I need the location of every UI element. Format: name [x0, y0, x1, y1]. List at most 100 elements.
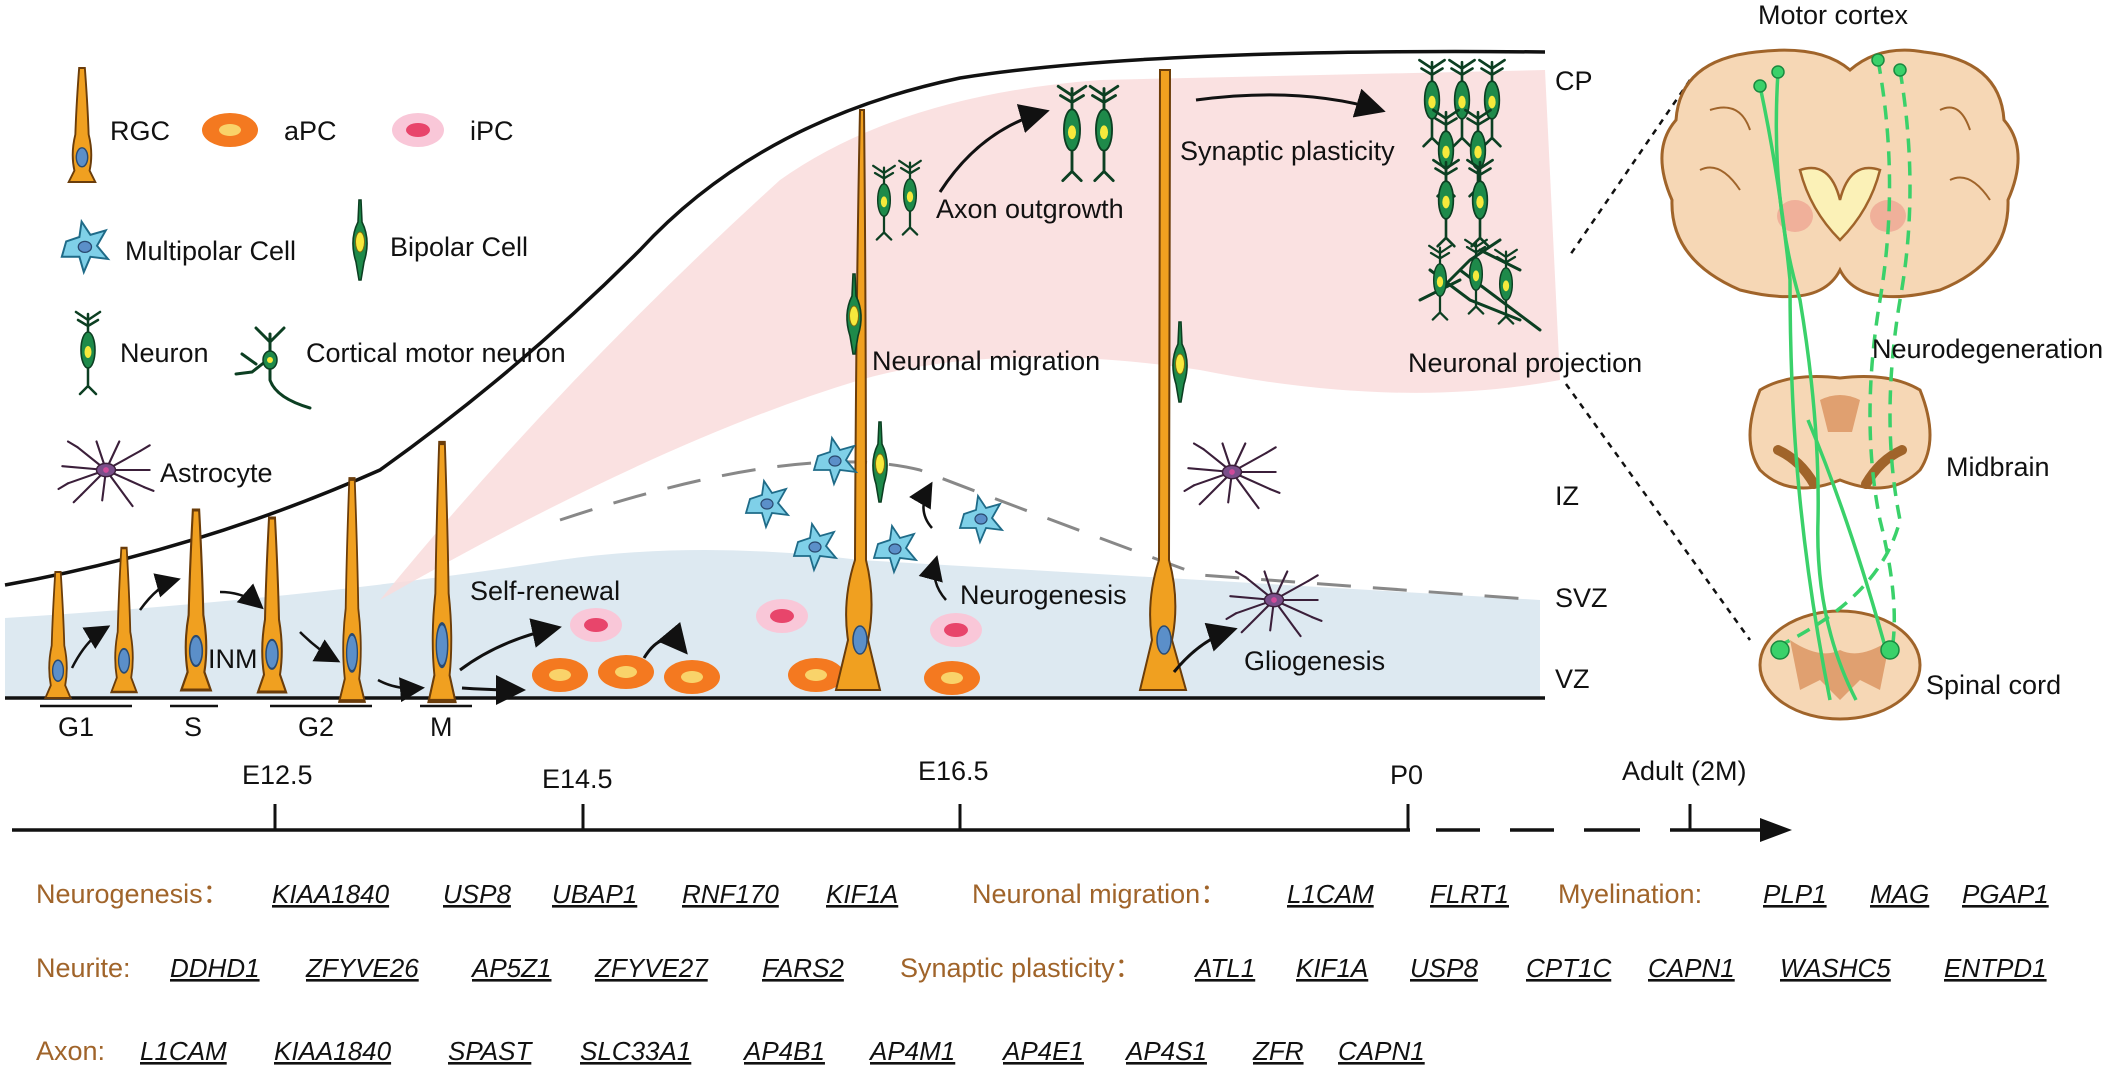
cortical-plate-band: [380, 70, 1560, 600]
timeline-tick-label: E16.5: [918, 756, 989, 786]
gene-name: FLRT1: [1430, 879, 1509, 909]
gene-name: KIF1A: [826, 879, 898, 909]
bipolar-cell: [872, 421, 888, 503]
gene-name: WASHC5: [1780, 953, 1891, 983]
multipolar-cell: [959, 495, 1003, 543]
self-renewal-arrows: [459, 618, 688, 705]
gene-category-label: Neurite:: [36, 953, 131, 983]
legend-apc-label: aPC: [284, 116, 337, 146]
inm-arrows: [70, 573, 425, 703]
midbrain-label: Midbrain: [1946, 452, 2050, 482]
neuronal-migration-label: Neuronal migration: [872, 346, 1100, 376]
gene-name: AP4S1: [1124, 1036, 1207, 1066]
inm-label: INM: [208, 644, 258, 674]
zone-label-cp: CP: [1555, 66, 1593, 96]
apc-cell: [788, 658, 844, 692]
gene-category-label: Neuronal migration：: [972, 879, 1227, 909]
neuronal-projection-label: Neuronal projection: [1408, 348, 1642, 378]
ipc-cell: [756, 599, 808, 633]
gene-name: L1CAM: [1287, 879, 1374, 909]
motor-cortex-label: Motor cortex: [1758, 0, 1909, 30]
timeline-axis: [12, 818, 1792, 842]
brain-coronal-section: [1660, 48, 2020, 299]
phase-s: S: [184, 712, 202, 742]
gene-name: ZFYVE27: [594, 953, 709, 983]
gene-name: CPT1C: [1526, 953, 1611, 983]
gene-name: FARS2: [762, 953, 844, 983]
ipc-cell: [570, 608, 622, 642]
apc-cell: [532, 658, 588, 692]
neurodegeneration-label: Neurodegeneration: [1872, 334, 2103, 364]
gene-name: USP8: [1410, 953, 1478, 983]
zone-label-vz: VZ: [1555, 664, 1590, 694]
astrocyte: [1183, 442, 1281, 510]
spinal-cord-label: Spinal cord: [1926, 670, 2061, 700]
gene-name: L1CAM: [140, 1036, 227, 1066]
gene-category-label: Neurogenesis：: [36, 879, 230, 909]
gene-name: SLC33A1: [580, 1036, 691, 1066]
zone-label-iz: IZ: [1555, 481, 1579, 511]
gene-category-label: Axon:: [36, 1036, 105, 1066]
gene-name: SPAST: [448, 1036, 533, 1066]
self-renewal-label: Self-renewal: [470, 576, 620, 606]
gene-name: ENTPD1: [1944, 953, 2047, 983]
gene-name: RNF170: [682, 879, 779, 909]
gene-name: KIAA1840: [274, 1036, 392, 1066]
synaptic-plasticity-label: Synaptic plasticity: [1180, 136, 1395, 166]
legend-bipolar-icon: [352, 199, 368, 281]
gene-name: AP5Z1: [470, 953, 552, 983]
neurogenesis-label: Neurogenesis: [960, 580, 1127, 610]
legend-astrocyte-label: Astrocyte: [160, 458, 273, 488]
iz-svz-boundary: [559, 460, 1541, 602]
gene-name: AP4E1: [1001, 1036, 1084, 1066]
zone-label-svz: SVZ: [1555, 583, 1608, 613]
gene-category-label: Synaptic plasticity：: [900, 953, 1142, 983]
phase-g2: G2: [298, 712, 334, 742]
gene-name: PGAP1: [1962, 879, 2049, 909]
gene-name: PLP1: [1763, 879, 1827, 909]
legend-astrocyte-icon: [57, 440, 155, 508]
gene-category-label: Myelination:: [1558, 879, 1702, 909]
apc-cell: [664, 660, 720, 694]
gene-name: KIF1A: [1296, 953, 1368, 983]
legend-ipc-icon: [392, 113, 444, 147]
timeline-tick-label: E14.5: [542, 764, 613, 794]
rgc-cell: [429, 443, 456, 701]
multipolar-cell: [745, 480, 789, 528]
legend-apc-icon: [202, 113, 258, 147]
timeline-tick-label: E12.5: [242, 760, 313, 790]
ipc-cell: [930, 613, 982, 647]
legend: RGC aPC iPC Multipolar Cell Bipolar Cell…: [57, 67, 566, 508]
axon-outgrowth-label: Axon outgrowth: [936, 194, 1124, 224]
legend-bipolar-label: Bipolar Cell: [390, 232, 528, 262]
midbrain-section: [1748, 375, 1932, 490]
gene-name: MAG: [1870, 879, 1929, 909]
legend-multipolar-icon: [60, 220, 109, 274]
gene-name: KIAA1840: [272, 879, 390, 909]
gene-name: AP4M1: [868, 1036, 955, 1066]
legend-neuron-icon: [74, 310, 102, 396]
gene-name: UBAP1: [552, 879, 637, 909]
legend-rgc-icon: [67, 67, 97, 183]
legend-neuron-label: Neuron: [120, 338, 209, 368]
legend-cortical-motor-neuron-icon: [234, 326, 312, 410]
timeline-tick-label: Adult (2M): [1622, 756, 1747, 786]
gene-name: ZFYVE26: [305, 953, 419, 983]
long-rgc-fiber-2: [1138, 69, 1188, 691]
legend-ipc-label: iPC: [470, 116, 514, 146]
phase-m: M: [430, 712, 453, 742]
legend-rgc-label: RGC: [110, 116, 170, 146]
gliogenesis-label: Gliogenesis: [1244, 646, 1385, 676]
gene-name: AP4B1: [742, 1036, 825, 1066]
gene-name: CAPN1: [1338, 1036, 1425, 1066]
neurogenesis-arrows: [909, 481, 947, 601]
legend-multipolar-label: Multipolar Cell: [125, 236, 296, 266]
tissue-outline: [4, 49, 1546, 700]
timeline-ticks: [273, 804, 1692, 830]
gene-name: ATL1: [1193, 953, 1255, 983]
gene-name: USP8: [443, 879, 511, 909]
legend-cortical-motor-neuron-label: Cortical motor neuron: [306, 338, 566, 368]
timeline-tick-label: P0: [1390, 760, 1423, 790]
